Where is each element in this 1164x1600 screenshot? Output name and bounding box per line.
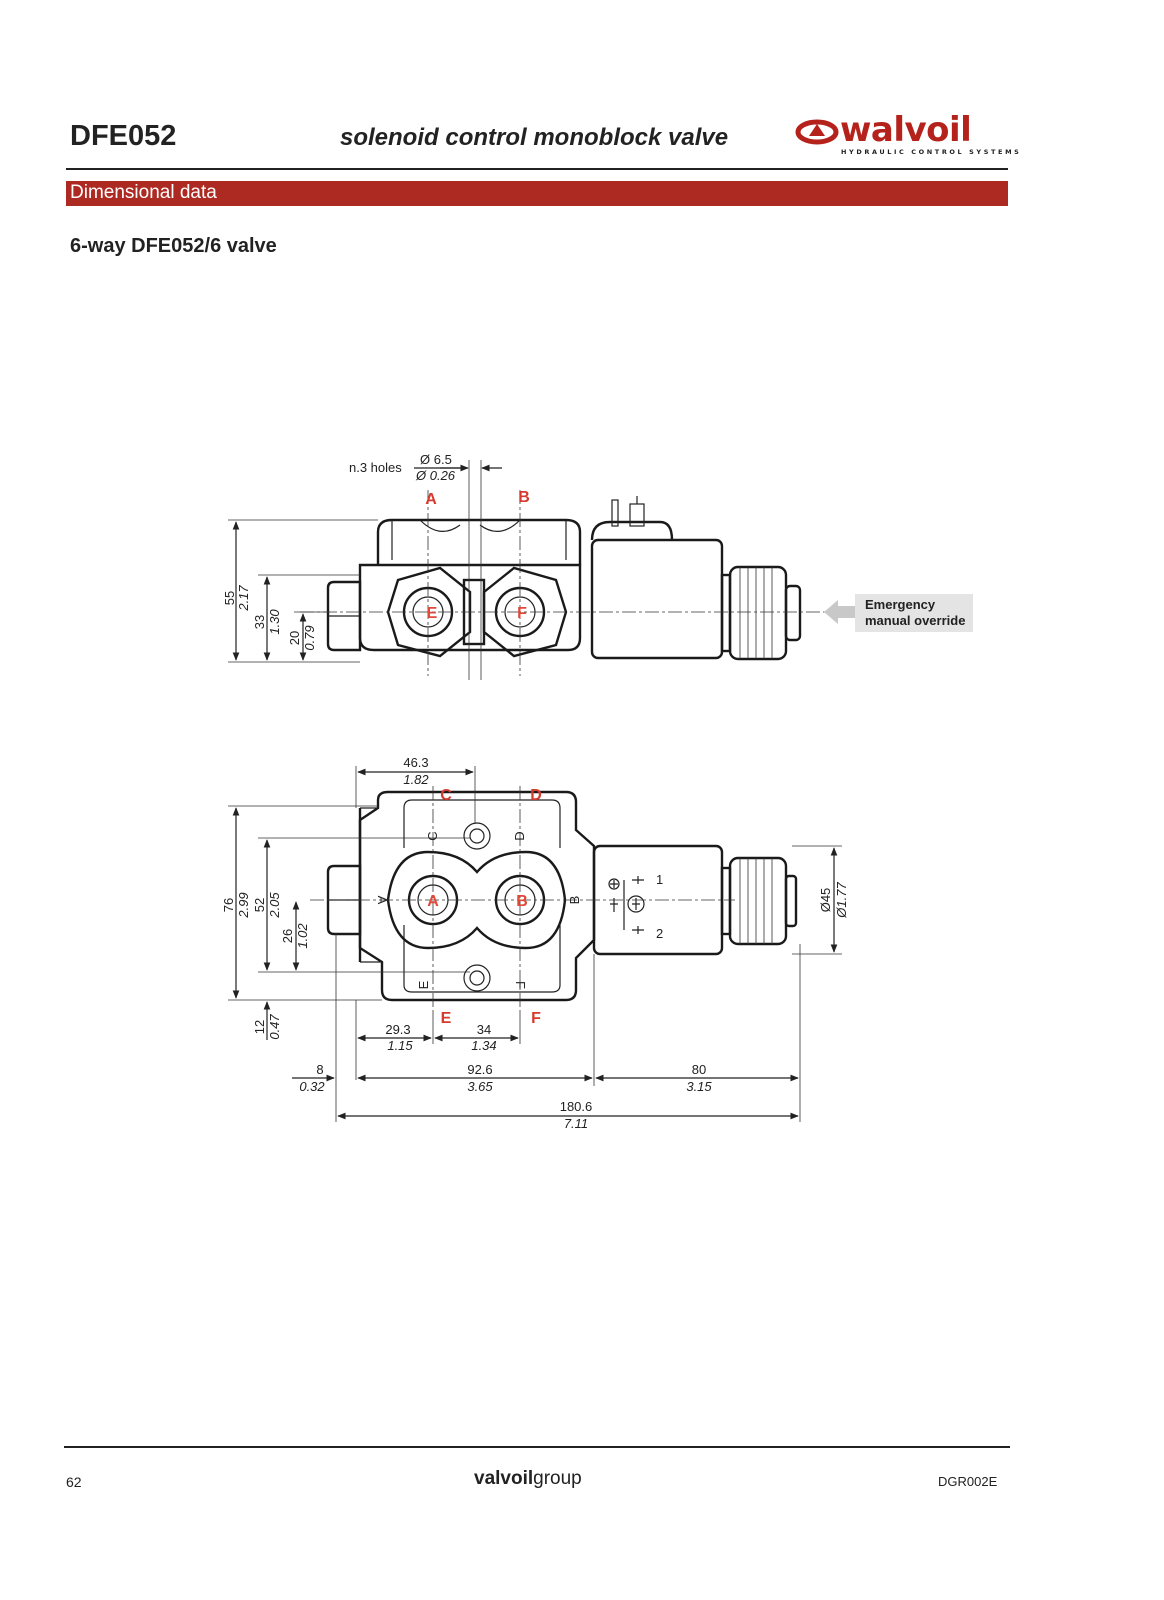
dim-8-mm: 8 <box>316 1062 323 1077</box>
dim-92-6-mm: 92.6 <box>467 1062 492 1077</box>
footer-brand: valvoilgroup <box>474 1468 582 1490</box>
side-view: n.3 holes Ø 6.5 Ø 0.26 A B E F 55 2.17 3… <box>222 452 856 680</box>
footer-divider <box>64 1446 1010 1448</box>
override-label-line2: manual override <box>865 613 966 628</box>
dim-26-in: 1.02 <box>295 923 310 949</box>
side-port-b-label: B <box>518 489 530 506</box>
top-view: 1 2 C D E F A B C D A B E F 46.3 1.82 76… <box>221 755 849 1131</box>
top-port-b-label: B <box>516 893 528 910</box>
top-port-d-label: D <box>530 787 542 804</box>
dim-76-in: 2.99 <box>236 892 251 918</box>
top-port-a-label: A <box>427 893 439 910</box>
dim-34-mm: 34 <box>477 1022 491 1037</box>
dim-dia45-mm: Ø45 <box>818 888 833 913</box>
dim-180-6-mm: 180.6 <box>560 1099 593 1114</box>
emboss-d: D <box>512 831 527 840</box>
emboss-c: C <box>425 831 440 840</box>
dim-52-in: 2.05 <box>267 892 282 919</box>
section-title: Dimensional data <box>70 182 217 203</box>
dim-26-mm: 26 <box>280 929 295 943</box>
solenoid-terminal-1: 1 <box>656 872 663 887</box>
dim-76-mm: 76 <box>221 898 236 912</box>
dim-20-mm: 20 <box>287 631 302 645</box>
document-code: DGR002E <box>938 1474 998 1489</box>
top-port-c-label: C <box>440 787 452 804</box>
dim-29-3-mm: 29.3 <box>385 1022 410 1037</box>
header-divider <box>66 168 1008 170</box>
holes-count-label: n.3 holes <box>349 460 402 475</box>
dim-33-in: 1.30 <box>267 609 282 635</box>
dim-33-mm: 33 <box>252 615 267 629</box>
dim-34-in: 1.34 <box>471 1038 496 1053</box>
dim-46-3-mm: 46.3 <box>403 755 428 770</box>
hole-diameter-mm: Ø 6.5 <box>420 452 452 467</box>
emboss-f: F <box>513 981 528 989</box>
top-port-e-label: E <box>441 1010 452 1027</box>
dim-180-6-in: 7.11 <box>564 1116 588 1131</box>
override-label-line1: Emergency <box>865 597 936 612</box>
dim-92-6-in: 3.65 <box>467 1079 493 1094</box>
section-header-bar: Dimensional data <box>66 181 1008 206</box>
logo-tagline: HYDRAULIC CONTROL SYSTEMS <box>841 148 1022 156</box>
logo-wordmark: walvoil <box>840 110 972 150</box>
top-port-f-label: F <box>531 1010 541 1027</box>
emboss-e: E <box>416 980 431 989</box>
side-port-e-label: E <box>427 605 438 622</box>
side-port-a-label: A <box>425 491 437 508</box>
dim-80-mm: 80 <box>692 1062 706 1077</box>
footer-brand-light: group <box>533 1468 582 1489</box>
solenoid-terminal-2: 2 <box>656 926 663 941</box>
dim-46-3-in: 1.82 <box>403 772 429 787</box>
dim-12-in: 0.47 <box>267 1014 282 1040</box>
page-number: 62 <box>66 1474 82 1490</box>
dim-52-mm: 52 <box>252 898 267 912</box>
hole-diameter-in: Ø 0.26 <box>415 468 456 483</box>
footer-brand-bold: valvoil <box>474 1468 534 1489</box>
override-arrow-icon <box>824 600 856 624</box>
walvoil-logo: walvoil HYDRAULIC CONTROL SYSTEMS <box>795 110 1019 158</box>
dim-dia45-in: Ø1.77 <box>834 882 849 919</box>
dim-55-in: 2.17 <box>236 585 251 612</box>
dim-20-in: 0.79 <box>302 625 317 650</box>
model-code: DFE052 <box>70 120 177 152</box>
dim-12-mm: 12 <box>252 1020 267 1034</box>
emboss-a: A <box>375 896 390 905</box>
dim-80-in: 3.15 <box>686 1079 712 1094</box>
side-port-f-label: F <box>517 605 527 622</box>
dim-8-in: 0.32 <box>299 1079 325 1094</box>
dim-55-mm: 55 <box>222 591 237 605</box>
dim-29-3-in: 1.15 <box>387 1038 413 1053</box>
emergency-override-callout: Emergency manual override <box>855 594 973 632</box>
document-title: solenoid control monoblock valve <box>340 124 729 151</box>
drawing-subtitle: 6-way DFE052/6 valve <box>70 235 277 257</box>
logo-emblem-icon <box>795 119 839 145</box>
emboss-b: B <box>567 896 582 905</box>
